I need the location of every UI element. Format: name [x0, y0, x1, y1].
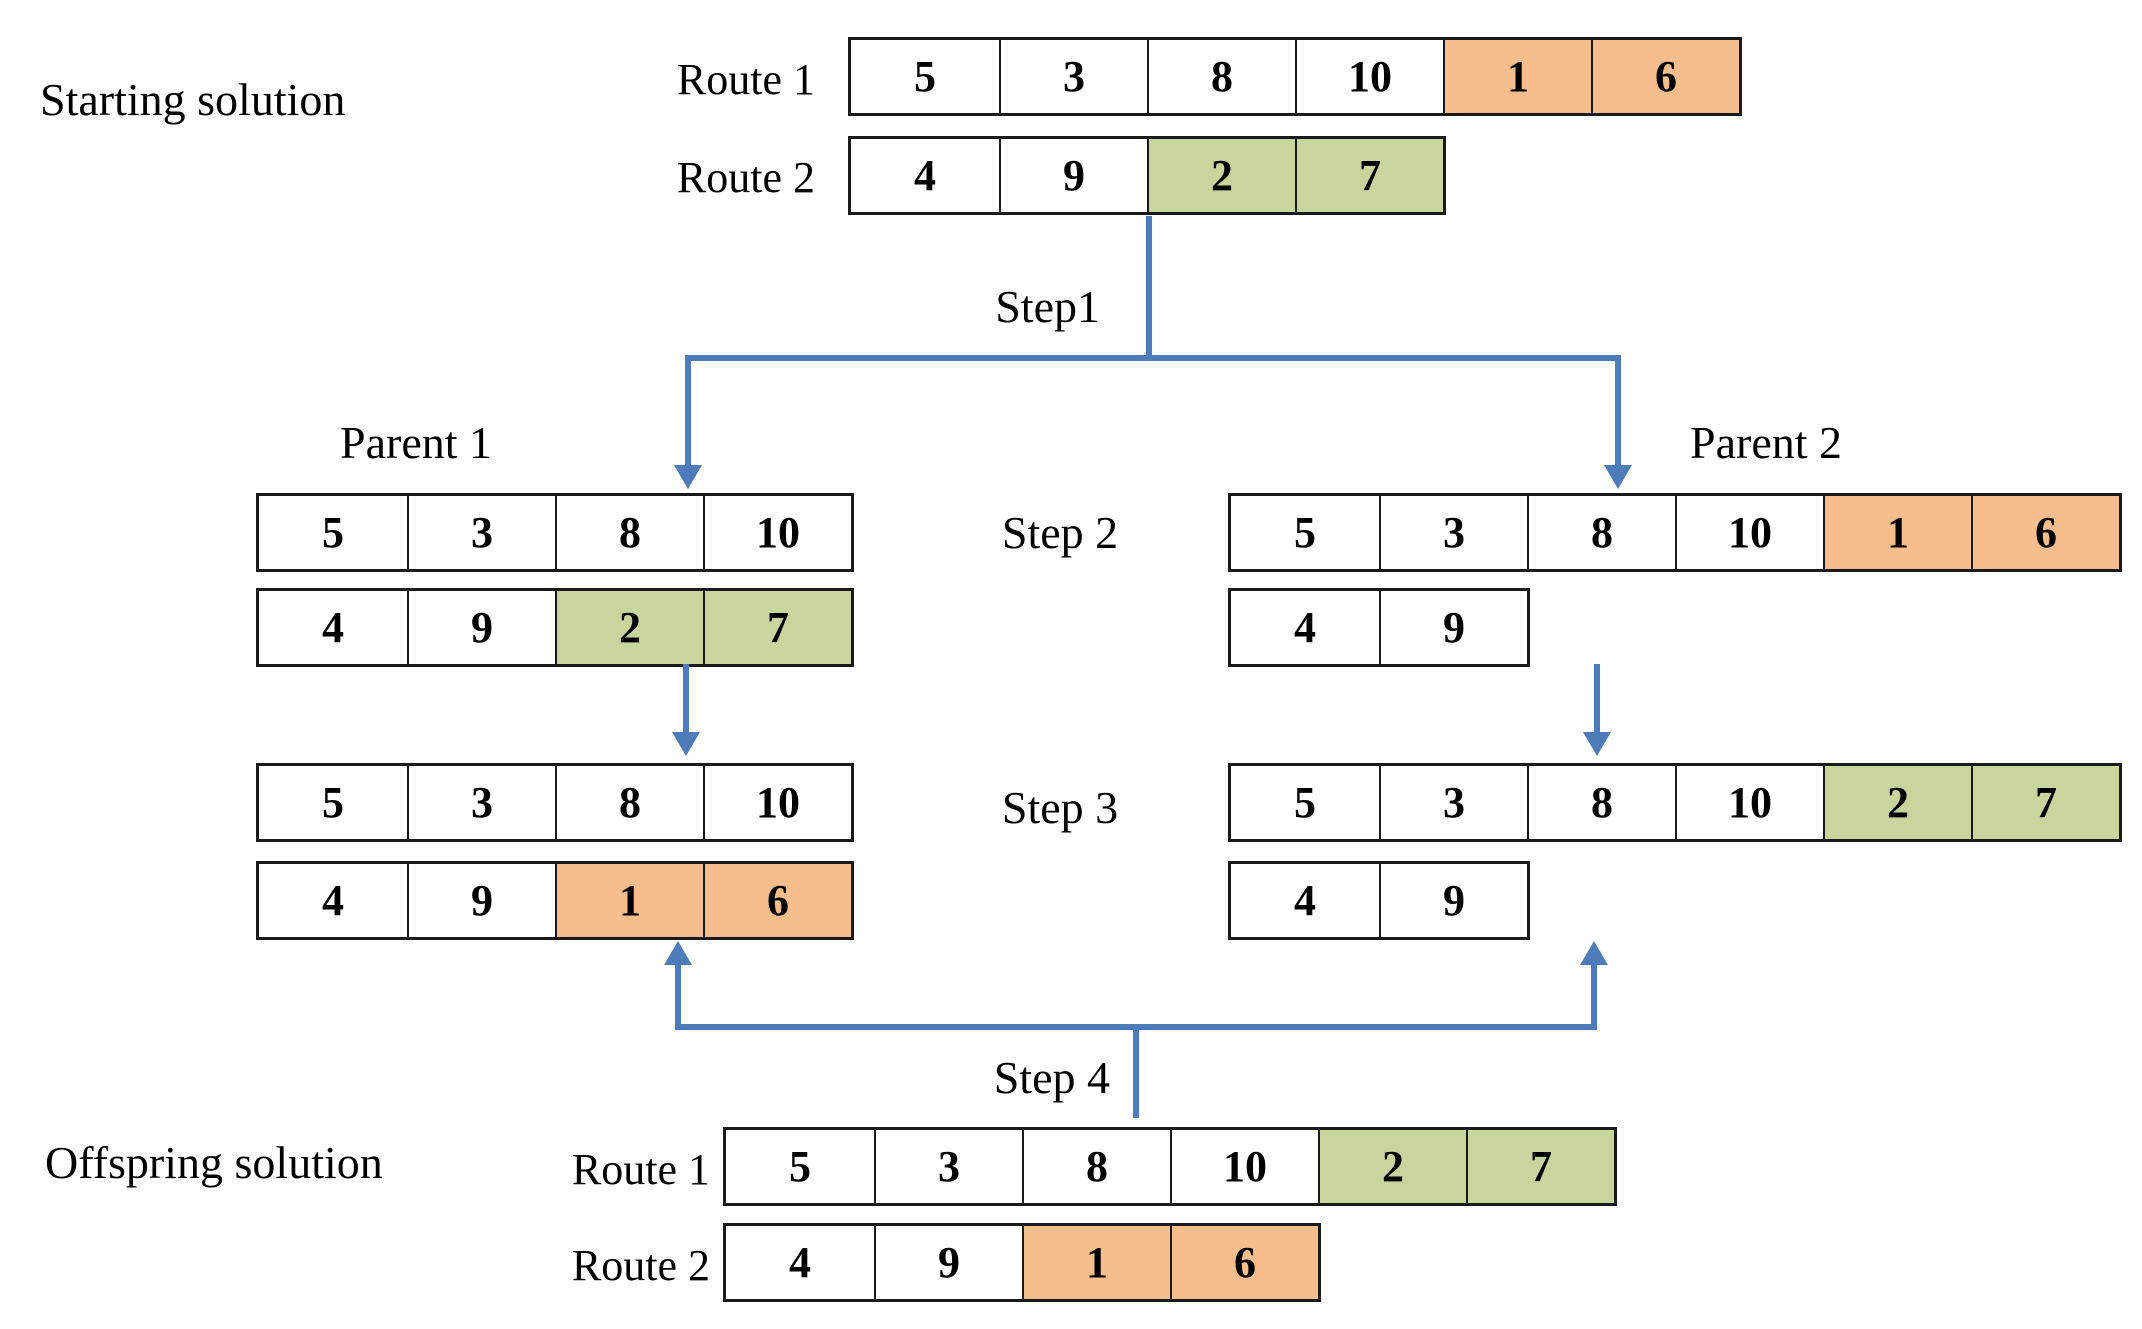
- route-cell: 2: [1147, 139, 1295, 212]
- route-cell: 7: [1295, 139, 1443, 212]
- route-cell: 8: [1022, 1130, 1170, 1203]
- route-cell: 1: [1823, 496, 1971, 569]
- route-cell: 1: [1443, 40, 1591, 113]
- route-cell: 6: [1971, 496, 2119, 569]
- route-cell: 4: [851, 139, 999, 212]
- route-cell: 8: [1147, 40, 1295, 113]
- route-cell: 3: [999, 40, 1147, 113]
- route-cell: 10: [703, 496, 851, 569]
- route-cell: 9: [407, 591, 555, 664]
- route-cell: 10: [1675, 766, 1823, 839]
- route-cell: 9: [407, 864, 555, 937]
- route-cell: 3: [1379, 766, 1527, 839]
- parent2-label: Parent 2: [1690, 417, 1843, 468]
- route-cell: 5: [726, 1130, 874, 1203]
- step1-right-drop-line: [1615, 355, 1621, 467]
- step3-left-arrow-line: [683, 664, 689, 734]
- route-cell: 9: [874, 1226, 1022, 1299]
- step4-left-rise-line: [675, 963, 681, 1028]
- step3-right-arrow-line: [1594, 664, 1600, 734]
- step1-horizontal-line: [685, 355, 1621, 361]
- route-cell: 8: [1527, 496, 1675, 569]
- route-cell: 8: [555, 766, 703, 839]
- start-route2-label: Route 2: [676, 153, 815, 202]
- route-cell: 6: [703, 864, 851, 937]
- step2-label: Step 2: [1001, 507, 1119, 558]
- route-cell: 4: [726, 1226, 874, 1299]
- starting-solution-label: Starting solution: [40, 74, 346, 125]
- step4-label: Step 4: [993, 1052, 1110, 1103]
- route-cell: 9: [1379, 591, 1527, 664]
- route-cell: 8: [1527, 766, 1675, 839]
- route-cell: 4: [1231, 591, 1379, 664]
- route-cell: 2: [555, 591, 703, 664]
- offspring-route1-label: Route 1: [571, 1145, 710, 1194]
- arrow-down-icon: [672, 732, 700, 756]
- route-cell: 5: [259, 496, 407, 569]
- arrow-up-icon: [664, 941, 692, 965]
- step1-left-drop-line: [685, 355, 691, 467]
- route-cell: 3: [874, 1130, 1022, 1203]
- route-cell: 9: [999, 139, 1147, 212]
- step1-label: Step1: [995, 281, 1100, 332]
- route-cell: 10: [1170, 1130, 1318, 1203]
- route-cell: 7: [1971, 766, 2119, 839]
- route-cell: 3: [1379, 496, 1527, 569]
- route-cell: 5: [851, 40, 999, 113]
- route-cell: 3: [407, 496, 555, 569]
- step1-stem-line: [1146, 216, 1152, 358]
- route-cell: 6: [1170, 1226, 1318, 1299]
- route-cell: 1: [1022, 1226, 1170, 1299]
- route-cell: 2: [1318, 1130, 1466, 1203]
- route-cell: 10: [1295, 40, 1443, 113]
- arrow-up-icon: [1580, 941, 1608, 965]
- route-cell: 10: [1675, 496, 1823, 569]
- route-cell: 9: [1379, 864, 1527, 937]
- route-cell: 7: [703, 591, 851, 664]
- route-cell: 7: [1466, 1130, 1614, 1203]
- route-cell: 2: [1823, 766, 1971, 839]
- step4-stem-line: [1133, 1024, 1139, 1118]
- arrow-down-icon: [1583, 732, 1611, 756]
- route-cell: 1: [555, 864, 703, 937]
- step3-label: Step 3: [1001, 782, 1119, 833]
- route-cell: 4: [259, 591, 407, 664]
- route-cell: 4: [259, 864, 407, 937]
- step4-right-rise-line: [1591, 963, 1597, 1028]
- route-cell: 5: [1231, 496, 1379, 569]
- arrow-down-icon: [1604, 465, 1632, 489]
- route-cell: 4: [1231, 864, 1379, 937]
- route-cell: 10: [703, 766, 851, 839]
- offspring-solution-label: Offspring solution: [45, 1137, 383, 1188]
- parent1-label: Parent 1: [340, 417, 493, 468]
- route-cell: 6: [1591, 40, 1739, 113]
- start-route1-label: Route 1: [676, 55, 815, 104]
- route-cell: 8: [555, 496, 703, 569]
- route-cell: 5: [259, 766, 407, 839]
- arrow-down-icon: [674, 465, 702, 489]
- route-cell: 5: [1231, 766, 1379, 839]
- route-cell: 3: [407, 766, 555, 839]
- offspring-route2-label: Route 2: [571, 1241, 710, 1290]
